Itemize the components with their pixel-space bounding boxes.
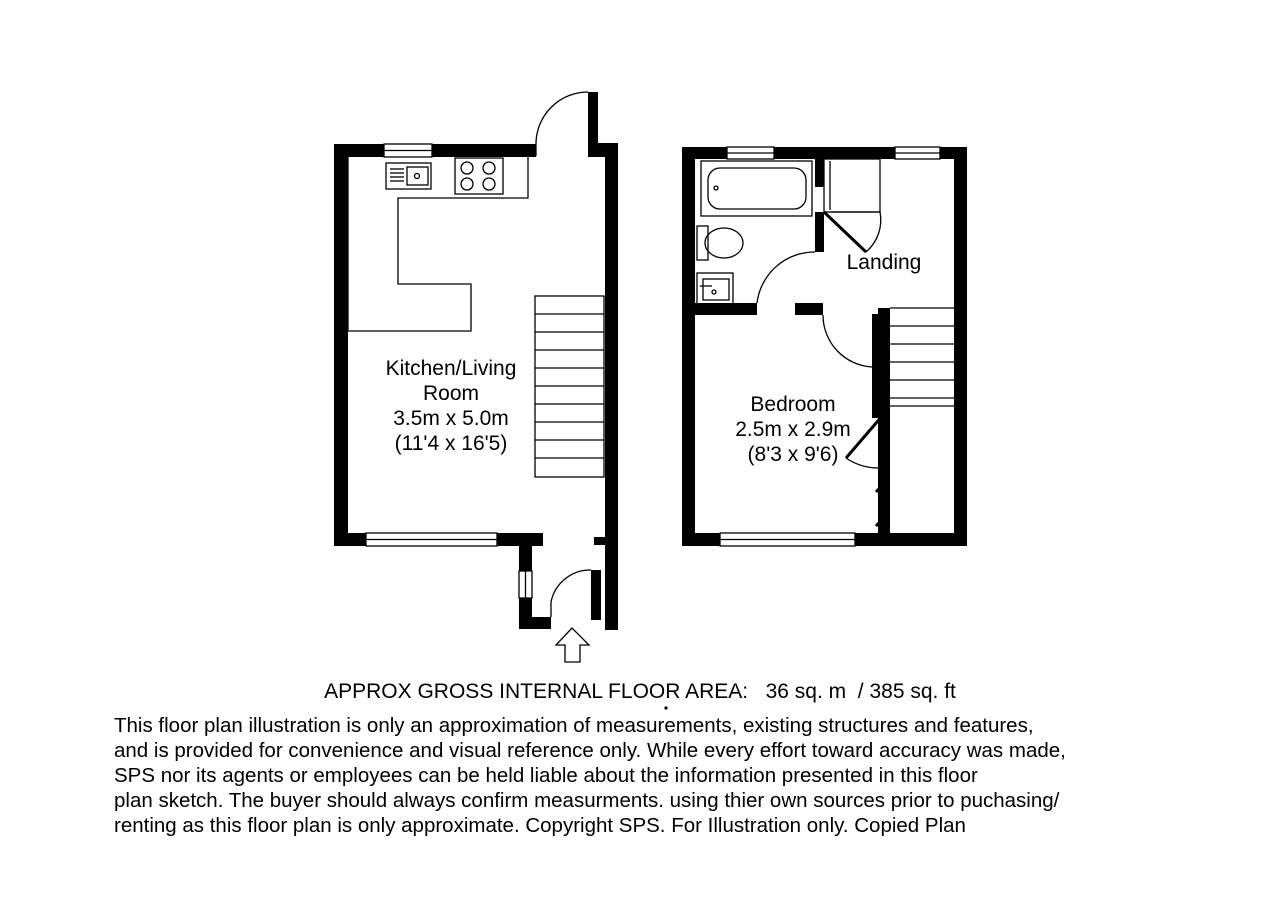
room-name: Room xyxy=(423,382,479,405)
wall xyxy=(878,308,890,546)
hob-icon xyxy=(454,157,504,195)
wall xyxy=(872,314,879,418)
cupboard xyxy=(822,158,882,254)
wall xyxy=(774,147,895,159)
floor-area-summary: APPROX GROSS INTERNAL FLOOR AREA: 36 sq.… xyxy=(324,680,956,703)
room-size-metric: 2.5m x 2.9m xyxy=(735,418,851,441)
disclaimer-line: plan sketch. The buyer should always con… xyxy=(114,789,1060,812)
wall xyxy=(682,147,695,546)
wall xyxy=(815,212,824,252)
wall xyxy=(588,92,598,156)
wall xyxy=(334,533,366,546)
disclaimer-line: SPS nor its agents or employees can be h… xyxy=(114,764,978,787)
door-swing xyxy=(844,407,891,459)
wall xyxy=(682,147,727,159)
wall xyxy=(605,143,618,630)
staircase xyxy=(890,307,954,407)
door-swing xyxy=(550,569,592,617)
disclaimer-line: This floor plan illustration is only an … xyxy=(114,714,1034,737)
wall xyxy=(695,303,757,315)
wall xyxy=(815,159,824,187)
wall xyxy=(334,144,348,545)
window xyxy=(719,532,856,547)
room-size-imperial: (11'4 x 16'5) xyxy=(395,432,508,455)
staircase xyxy=(534,295,605,478)
wall xyxy=(432,144,536,157)
disclaimer-line: renting as this floor plan is only appro… xyxy=(114,814,966,837)
centre-marker xyxy=(664,706,668,710)
bedroom-label: Bedroom 2.5m x 2.9m (8'3 x 9'6) xyxy=(735,393,851,466)
wall xyxy=(954,147,967,546)
disclaimer-text: This floor plan illustration is only an … xyxy=(114,713,1254,838)
window xyxy=(894,146,941,160)
wall xyxy=(855,533,967,546)
window xyxy=(365,532,498,547)
entrance-arrow-icon xyxy=(554,627,591,663)
ground-floor-details xyxy=(347,91,605,663)
kitchen-living-room-label: Kitchen/Living Room 3.5m x 5.0m (11'4 x … xyxy=(386,357,517,455)
room-size-imperial: (8'3 x 9'6) xyxy=(748,443,839,466)
landing-label: Landing xyxy=(847,251,922,274)
wall xyxy=(795,303,823,315)
first-floor-plan xyxy=(682,147,967,546)
room-size-metric: 3.5m x 5.0m xyxy=(393,407,509,430)
wall xyxy=(519,617,551,629)
window xyxy=(518,570,533,599)
room-name: Kitchen/Living xyxy=(386,357,517,380)
wall xyxy=(682,533,720,546)
wash-basin-icon xyxy=(696,272,734,306)
first-floor-details xyxy=(696,146,954,547)
toilet-icon xyxy=(696,225,744,261)
wall xyxy=(591,570,601,620)
window xyxy=(726,146,775,160)
ground-floor-plan xyxy=(334,92,618,630)
window xyxy=(383,143,433,158)
wall xyxy=(594,537,605,545)
bath-icon xyxy=(700,160,813,217)
kitchen-worktop xyxy=(347,157,529,332)
door-swing xyxy=(845,457,881,469)
kitchen-sink-icon xyxy=(385,162,432,190)
door-swing xyxy=(822,314,873,368)
wardrobe-door xyxy=(874,476,891,528)
room-name: Bedroom xyxy=(750,393,835,416)
disclaimer-line: and is provided for convenience and visu… xyxy=(114,739,1066,762)
door-swing xyxy=(535,91,589,156)
wall xyxy=(334,144,384,157)
door-swing xyxy=(756,251,816,304)
